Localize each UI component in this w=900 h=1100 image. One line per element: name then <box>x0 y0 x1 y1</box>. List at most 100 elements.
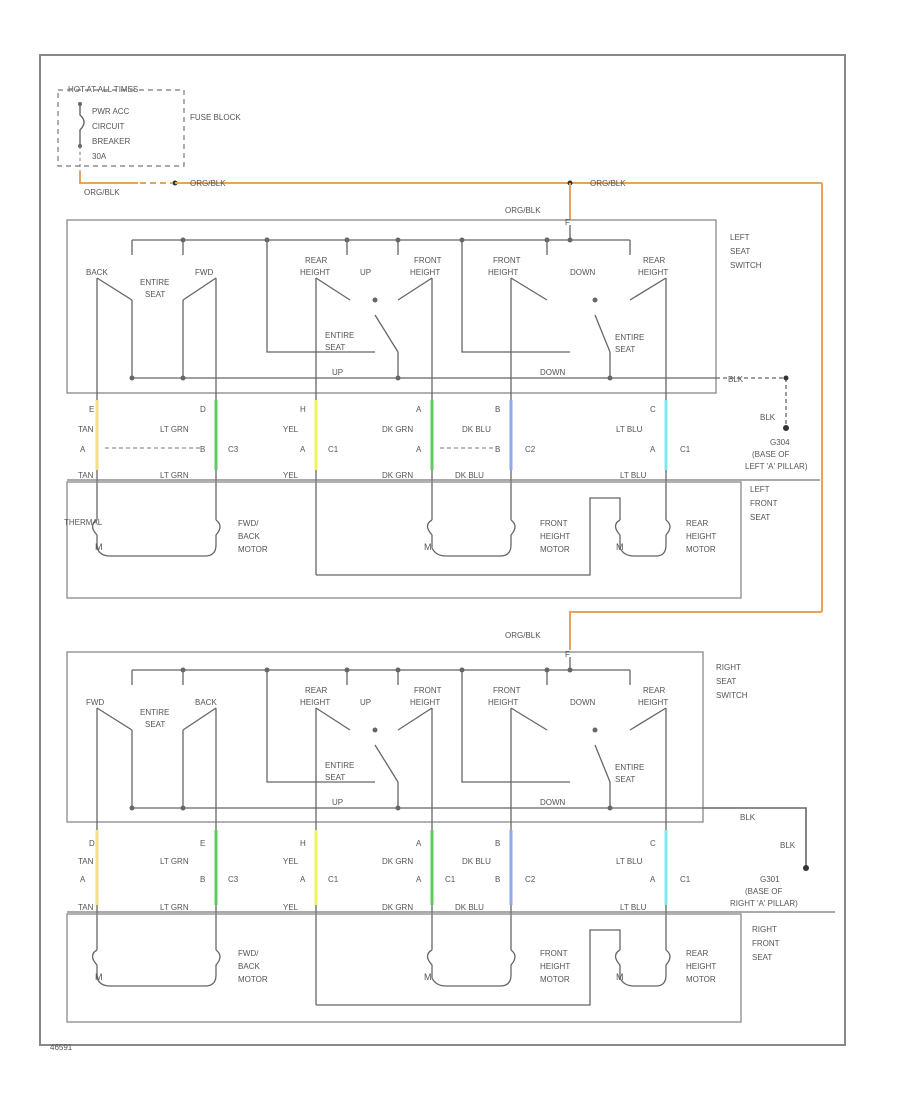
left-switch-label-3: SWITCH <box>730 261 762 270</box>
left-wire-ltgrn: LT GRN <box>160 425 189 434</box>
right-switch-blk-label: BLK <box>740 813 756 822</box>
outer-frame <box>39 54 846 1046</box>
left-fronth-motor-3: MOTOR <box>540 545 570 554</box>
left-ground-label-2: (BASE OF <box>752 450 789 459</box>
right-seat-switch: ORG/BLK F RIGHT SEAT SWITCH FWD <box>66 631 809 908</box>
right-fronth-motor-2: HEIGHT <box>540 962 570 971</box>
left-wire-tan-2: TAN <box>78 471 94 480</box>
orange-wire-label-3: ORG/BLK <box>590 179 626 188</box>
left-ground-label-3: LEFT 'A' PILLAR) <box>745 462 808 471</box>
left-front-seat: LEFT FRONT SEAT THERMAL M M M FWD/ BACK … <box>64 481 778 599</box>
right-bottom-down-label: DOWN <box>540 798 566 807</box>
right-pin-b-yel: A <box>300 875 306 884</box>
right-entire-seat-down-2: SEAT <box>615 775 635 784</box>
right-fronth-motor-3: MOTOR <box>540 975 570 984</box>
left-entire-seat-up-1: ENTIRE <box>325 331 354 340</box>
left-pin-b-ltblu: A <box>650 445 656 454</box>
left-fwdback-motor-3: MOTOR <box>238 545 268 554</box>
left-conn-c2: C2 <box>525 445 536 454</box>
right-rearh-motor-1: REAR <box>686 949 708 958</box>
left-wire-ltblu: LT BLU <box>616 425 643 434</box>
right-wire-dkgrn-2: DK GRN <box>382 903 413 912</box>
left-pin-yel: H <box>300 405 306 414</box>
left-switch-blk-label: BLK <box>728 375 744 384</box>
right-bottom-up-label: UP <box>332 798 343 807</box>
left-seat-label-1: LEFT <box>750 485 770 494</box>
right-pin-b-ltgrn: B <box>200 875 205 884</box>
left-pin-b-dkblu: B <box>495 445 500 454</box>
left-conn-c1-a: C1 <box>328 445 339 454</box>
right-front-height-down-1: FRONT <box>493 686 521 695</box>
orange-wire-label-2: ORG/BLK <box>190 179 226 188</box>
right-wire-tan-2: TAN <box>78 903 94 912</box>
left-fwd-label: FWD <box>195 268 213 277</box>
left-switch-label-2: SEAT <box>730 247 750 256</box>
right-wire-ltgrn-2: LT GRN <box>160 903 189 912</box>
left-fronth-motor-1: FRONT <box>540 519 568 528</box>
right-switch-label-2: SEAT <box>716 677 736 686</box>
right-pin-dkgrn: A <box>416 839 422 848</box>
left-back-label: BACK <box>86 268 108 277</box>
right-rear-height-down-2: HEIGHT <box>638 698 668 707</box>
left-seat-label: SEAT <box>145 290 165 299</box>
left-rear-height-label: HEIGHT <box>300 268 330 277</box>
left-top-wire-label: ORG/BLK <box>505 206 541 215</box>
orange-feed: ORG/BLK ORG/BLK ORG/BLK <box>79 172 823 650</box>
right-fwdback-motor-3: MOTOR <box>238 975 268 984</box>
right-wire-dkblu: DK BLU <box>462 857 491 866</box>
left-seat-switch: ORG/BLK F LEFT SEAT SWITCH <box>66 206 808 471</box>
left-pin-b-tan: A <box>80 445 86 454</box>
right-fwdback-motor-2: BACK <box>238 962 260 971</box>
left-rear-height-down-1: REAR <box>643 256 665 265</box>
left-wire-dkgrn-2: DK GRN <box>382 471 413 480</box>
right-harness: D E H A B C TAN LT GRN YEL DK GRN DK BLU… <box>67 822 835 1005</box>
right-rear-label: REAR <box>305 686 327 695</box>
left-wire-ltblu-2: LT BLU <box>620 471 647 480</box>
left-pin-dkgrn: A <box>416 405 422 414</box>
left-front-height-down-1: FRONT <box>493 256 521 265</box>
right-pin-ltgrn: E <box>200 839 205 848</box>
left-wire-ltgrn-2: LT GRN <box>160 471 189 480</box>
right-fwd-label: FWD <box>86 698 104 707</box>
left-down-label: DOWN <box>570 268 596 277</box>
left-fronth-m: M <box>424 542 432 552</box>
right-rearh-motor-2: HEIGHT <box>686 962 716 971</box>
right-front-label: FRONT <box>414 686 442 695</box>
left-pin-dkblu: B <box>495 405 500 414</box>
right-conn-c3: C3 <box>228 875 239 884</box>
right-rearh-motor-3: MOTOR <box>686 975 716 984</box>
left-pin-b-yel: A <box>300 445 306 454</box>
right-wire-ltgrn: LT GRN <box>160 857 189 866</box>
left-thermal-label: THERMAL <box>64 518 103 527</box>
left-fwdback-motor-1: FWD/ <box>238 519 259 528</box>
left-front-label: FRONT <box>414 256 442 265</box>
left-wire-dkgrn: DK GRN <box>382 425 413 434</box>
right-pin-ltblu: C <box>650 839 656 848</box>
right-up-label: UP <box>360 698 371 707</box>
right-pin-b-ltblu: A <box>650 875 656 884</box>
left-rearh-motor-2: HEIGHT <box>686 532 716 541</box>
right-ground-label-3: RIGHT 'A' PILLAR) <box>730 899 798 908</box>
right-seat-label-2: FRONT <box>752 939 780 948</box>
orange-wire-label-1: ORG/BLK <box>84 188 120 197</box>
right-wire-yel: YEL <box>283 857 299 866</box>
right-seat-label-1: RIGHT <box>752 925 777 934</box>
left-pin-b-ltgrn: B <box>200 445 205 454</box>
right-rear-height-down-1: REAR <box>643 686 665 695</box>
left-harness: E D H A B C TAN LT GRN YEL DK GRN DK BLU… <box>67 393 820 575</box>
right-back-label: BACK <box>195 698 217 707</box>
right-fwd-back-switch <box>96 707 217 822</box>
left-rearh-motor-3: MOTOR <box>686 545 716 554</box>
left-conn-c1-b: C1 <box>680 445 691 454</box>
left-entire-label: ENTIRE <box>140 278 169 287</box>
right-entire-label: ENTIRE <box>140 708 169 717</box>
right-switch-label-1: RIGHT <box>716 663 741 672</box>
right-wire-dkgrn: DK GRN <box>382 857 413 866</box>
footer-code: 46591 <box>50 1043 73 1052</box>
right-wire-ltblu-2: LT BLU <box>620 903 647 912</box>
left-wire-yel: YEL <box>283 425 299 434</box>
left-bottom-down-label: DOWN <box>540 368 566 377</box>
left-fronth-motor-2: HEIGHT <box>540 532 570 541</box>
left-seat-label-2: FRONT <box>750 499 778 508</box>
